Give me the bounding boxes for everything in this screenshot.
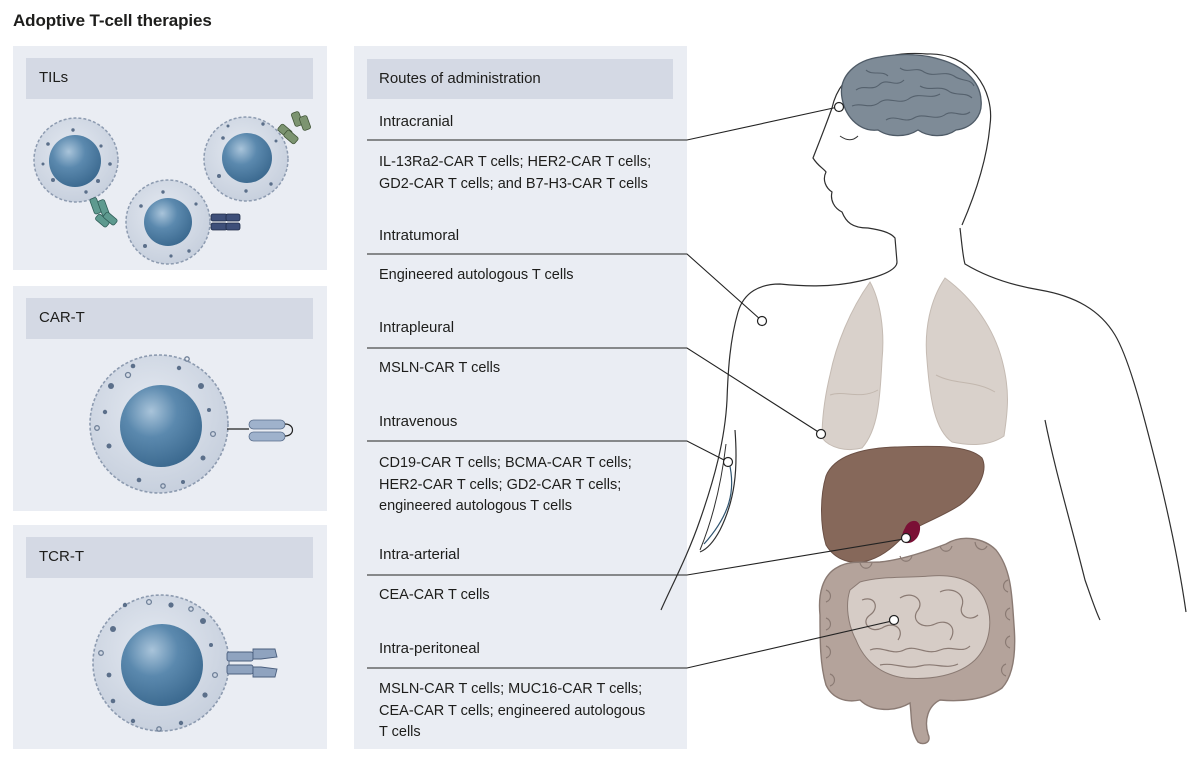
figure-title: Adoptive T-cell therapies [13,11,212,30]
route-desc-line: engineered autologous T cells [379,498,572,514]
route-intravenous-desc: CD19-CAR T cells; BCMA-CAR T cells; HER2… [379,453,632,518]
route-intravenous-name: Intravenous [379,413,458,430]
til-cell [33,117,119,228]
route-desc-line: T cells [379,724,421,740]
route-desc-line: Engineered autologous T cells [379,267,574,283]
route-intra-arterial-desc: CEA-CAR T cells [379,585,490,607]
route-intra-peritoneal-desc: MSLN-CAR T cells; MUC16-CAR T cells; CEA… [379,679,645,744]
route-intracranial-desc: IL-13Ra2-CAR T cells; HER2-CAR T cells; … [379,152,651,195]
tils-panel-header: TILs [26,58,313,99]
routes-header-label: Routes of administration [379,70,541,87]
car-t-label: CAR-T [39,309,85,326]
brain [840,53,982,137]
route-desc-line: CD19-CAR T cells; BCMA-CAR T cells; [379,455,632,471]
tcr-receptor-teal [89,197,118,228]
route-desc-line: GD2-CAR T cells; and B7-H3-CAR T cells [379,175,648,192]
tcr-t-label: TCR-T [39,548,84,565]
til-cell [125,179,241,265]
tils-panel: TILs [13,46,327,270]
route-desc-line: IL-13Ra2-CAR T cells; HER2-CAR T cells; [379,154,652,170]
leader-intra-arterial [367,538,905,576]
car-t-panel-header: CAR-T [26,298,313,339]
route-intra-peritoneal-name: Intra-peritoneal [379,640,480,657]
tcr-t-cell [92,594,278,732]
marker-intravenous [722,456,734,468]
routes-header: Routes of administration [367,59,673,99]
til-cell [203,111,311,202]
car-t-panel: CAR-T [13,286,327,511]
intestines [818,537,1016,745]
liver [821,445,985,563]
route-intratumoral-desc: Engineered autologous T cells [379,265,574,287]
leader-lines [367,106,905,669]
car-receptor [227,419,294,442]
route-desc-line: MSLN-CAR T cells [379,360,501,376]
leader-intracranial [367,106,839,141]
vein [703,461,733,545]
marker-intracranial [833,101,845,113]
body-outline [660,52,1187,621]
marker-intra-arterial [900,532,912,544]
route-desc-line: MSLN-CAR T cells; MUC16-CAR T cells; [379,681,643,697]
tils-illustration [33,111,311,265]
routes-panel: Routes of administration Intracranial IL… [354,46,687,749]
route-intrapleural-name: Intrapleural [379,319,455,336]
route-intrapleural-desc: MSLN-CAR T cells [379,358,500,380]
route-intracranial-name: Intracranial [379,113,454,130]
route-intratumoral-name: Intratumoral [379,227,460,244]
tcr-t-panel: TCR-T [13,525,327,749]
tcr-t-illustration [92,594,278,732]
route-desc-line: CEA-CAR T cells; engineered autologous [379,702,646,719]
closed-eye [839,135,859,141]
car-t-cell [89,354,294,494]
route-desc-line: CEA-CAR T cells [379,587,490,603]
route-desc-line: HER2-CAR T cells; GD2-CAR T cells; [379,476,622,493]
leader-intravenous [367,440,727,462]
marker-intrapleural [815,428,827,440]
car-t-illustration [89,354,294,494]
leader-intra-peritoneal [367,620,893,669]
route-intra-arterial-name: Intra-arterial [379,546,460,563]
leader-intrapleural [367,347,821,434]
marker-intra-peritoneal [888,614,900,626]
tils-label: TILs [39,69,69,86]
tcr-receptor-green [277,111,311,145]
marker-intratumoral [756,315,768,327]
tcr-t-panel-header: TCR-T [26,537,313,578]
tcr-receptor-navy [210,213,241,231]
route-markers [722,101,912,626]
lungs [821,277,1008,451]
leader-intratumoral [367,253,762,321]
engineered-tcr [226,648,278,678]
